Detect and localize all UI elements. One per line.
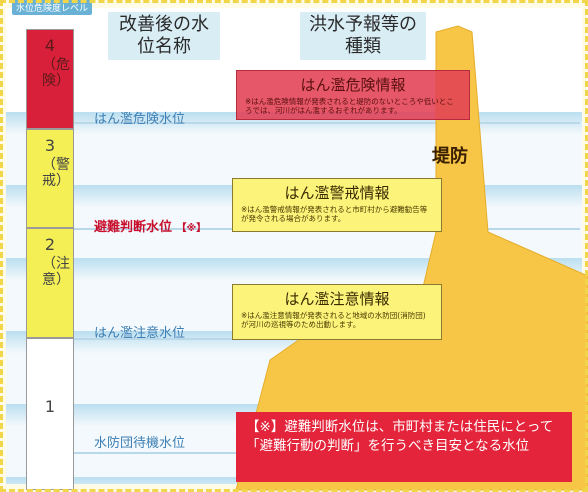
forecast-type-header: 洪水予報等の種類	[300, 12, 426, 60]
danger-level-name: はん濫危険水位	[94, 112, 186, 127]
evacuation-level-text: 避難判断水位	[94, 220, 173, 235]
evacuation-note-mark: 【※】	[176, 223, 207, 234]
level-2-segment: 2 （注意）	[26, 228, 74, 338]
evacuation-level-name: 避難判断水位 【※】	[94, 216, 206, 235]
caution-info-desc: ※はん濫注意情報が発表されると地域の水防団(消防団)が河川の巡視等のため出動しま…	[241, 311, 426, 329]
level-3-segment: 3 （警戒）	[26, 129, 74, 228]
level-3-label: （警戒）	[42, 157, 70, 189]
water-level-name-header: 改善後の水位名称	[108, 12, 220, 60]
level-2-label: （注意）	[42, 256, 70, 288]
level-4-segment: 4 （危険）	[26, 29, 74, 129]
level-1-segment: 1	[26, 338, 74, 490]
level-4-label: （危険）	[42, 57, 70, 89]
danger-info-desc: ※はん濫危険情報が発表されると堤防のないところや低いところでは、河川がはん濫する…	[245, 97, 454, 115]
caution-info-box: はん濫注意情報 ※はん濫注意情報が発表されると地域の水防団(消防団)が河川の巡視…	[232, 284, 442, 340]
warning-info-box: はん濫警戒情報 ※はん濫警戒情報が発表されると市町村から避難勧告等が発令される場…	[232, 178, 442, 232]
evacuation-note-box: 【※】避難判断水位は、市町村または住民にとって「避難行動の判断」を行うべき目安と…	[236, 412, 572, 482]
level-2-number: 2	[44, 235, 56, 254]
warning-info-desc: ※はん濫警戒情報が発表されると市町村から避難勧告等が発令される場合があります。	[241, 205, 428, 223]
warning-info-title: はん濫警戒情報	[284, 184, 390, 202]
water-danger-level-caption: 水位危険度レベル	[12, 0, 93, 15]
level-1-number: 1	[44, 397, 56, 416]
danger-info-title: はん濫危険情報	[300, 76, 406, 94]
levee-label: 堤防	[432, 146, 468, 167]
level-4-number: 4	[44, 36, 56, 55]
standby-level-name: 水防団待機水位	[94, 436, 186, 451]
danger-water-line	[60, 122, 580, 124]
danger-info-box: はん濫危険情報 ※はん濫危険情報が発表されると堤防のないところや低いところでは、…	[236, 70, 470, 120]
caution-info-title: はん濫注意情報	[284, 290, 390, 308]
caution-level-name: はん濫注意水位	[94, 326, 186, 341]
level-3-number: 3	[44, 136, 56, 155]
